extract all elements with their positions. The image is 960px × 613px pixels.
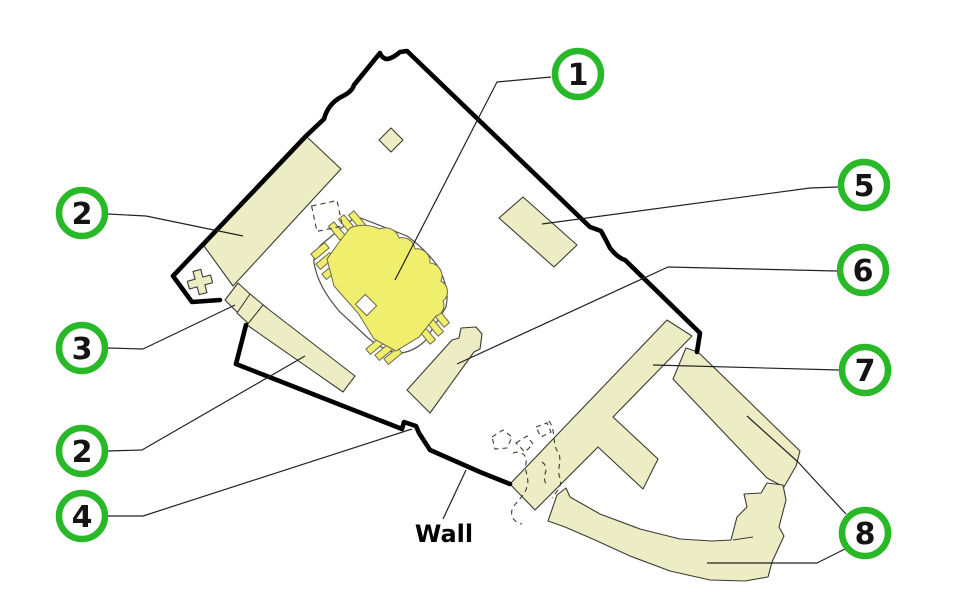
chapel-building <box>406 326 483 414</box>
callout-3-label: 3 <box>72 332 93 367</box>
callout-8-label: 8 <box>855 517 876 552</box>
dashed-ruin-outline-3 <box>535 422 552 438</box>
callout-5-label: 5 <box>854 169 875 204</box>
callout-3: 3 <box>55 321 109 375</box>
curtain-wall-north <box>170 48 703 355</box>
callout-8: 8 <box>838 506 892 560</box>
callout-1: 1 <box>551 47 605 101</box>
dashed-ruin-outline-4 <box>548 420 562 499</box>
callout-6-label: 6 <box>853 254 874 289</box>
leader-line-4 <box>108 428 413 517</box>
callout-markers: 1 2 3 2 4 5 6 7 <box>55 47 892 560</box>
callout-5: 5 <box>837 158 891 212</box>
leader-line-8b <box>707 547 848 564</box>
leader-line-1 <box>394 76 552 281</box>
east-rectangular-building <box>498 196 578 268</box>
keep-notch <box>354 293 378 317</box>
range-division-line <box>732 536 754 541</box>
callout-1-label: 1 <box>568 58 589 93</box>
cross-monument <box>186 268 214 296</box>
leader-line-6 <box>456 266 838 365</box>
wall-label-line <box>442 469 467 520</box>
dashed-ruin-outline-6 <box>541 461 549 487</box>
t-shaped-range-building <box>509 319 693 511</box>
callout-4: 4 <box>55 489 109 543</box>
leader-line-2a <box>107 213 244 237</box>
callout-7-label: 7 <box>855 354 876 389</box>
southwest-range-building <box>246 304 356 393</box>
leader-line-5 <box>541 186 839 225</box>
callout-2-bottom: 2 <box>55 424 109 478</box>
leader-line-2b <box>107 355 306 452</box>
dashed-ruin-outline-1 <box>491 429 513 450</box>
callout-2-top: 2 <box>55 186 109 240</box>
callout-7: 7 <box>838 343 892 397</box>
callout-2-bottom-label: 2 <box>72 435 93 470</box>
leader-line-3 <box>107 304 236 350</box>
keep-building <box>326 224 448 352</box>
small-diamond-building <box>378 127 404 153</box>
dashed-foundation-square <box>310 199 344 233</box>
leader-line-7 <box>652 364 840 371</box>
dashed-ruin-outline-2 <box>515 435 534 453</box>
east-outer-range-building <box>672 347 801 488</box>
curtain-wall-south <box>233 322 513 487</box>
callout-4-label: 4 <box>72 500 93 535</box>
leader-line-8a <box>746 415 847 515</box>
south-outer-range-building <box>547 482 787 582</box>
callout-2-top-label: 2 <box>72 197 93 232</box>
callout-6: 6 <box>836 243 890 297</box>
wall-text-label: Wall <box>415 520 473 548</box>
